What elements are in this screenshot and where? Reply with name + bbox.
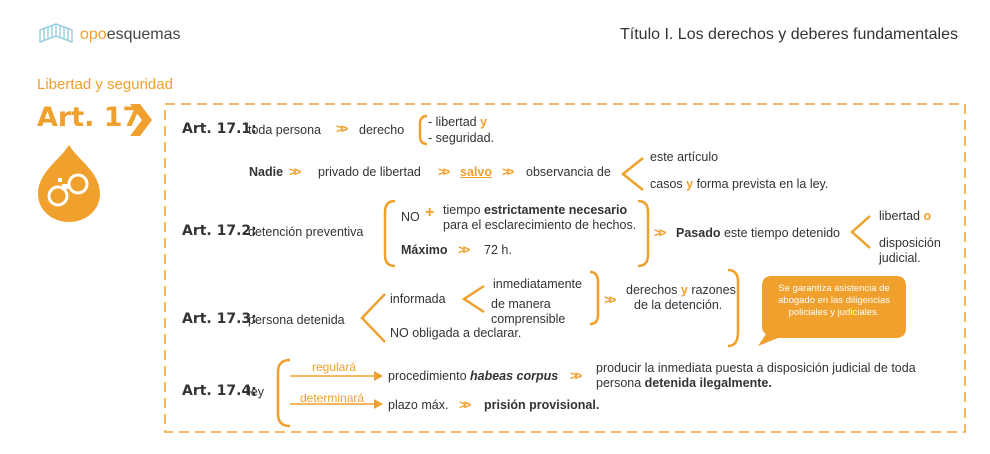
a173-manera1: de manera bbox=[491, 297, 551, 311]
a174-producir1: producir la inmediata puesta a disposici… bbox=[596, 361, 916, 375]
a172-maximo: Máximo bbox=[401, 243, 448, 257]
book-logo-icon bbox=[39, 23, 73, 43]
a173-derechos: derechos y razones bbox=[626, 283, 736, 297]
a171-salvo: salvo bbox=[460, 165, 492, 179]
a171-item1: - libertad y bbox=[428, 115, 488, 129]
a171-subject: toda persona bbox=[248, 123, 321, 137]
article-title: Art. 17 bbox=[37, 102, 142, 133]
handcuffs-icon bbox=[38, 145, 100, 222]
art-17-3-label: Art. 17.3: bbox=[182, 311, 257, 327]
a172-opt1: libertad o bbox=[879, 209, 932, 223]
a172-hours: 72 h. bbox=[484, 243, 512, 257]
a173-subject: persona detenida bbox=[248, 313, 345, 327]
logo-prefix: opo bbox=[80, 26, 107, 43]
double-chevron-icon: >> bbox=[570, 368, 582, 383]
a173-detencion: de la detención. bbox=[634, 298, 723, 312]
a172-opt2b: judicial. bbox=[879, 251, 921, 265]
a174-procedimiento: procedimiento habeas corpus bbox=[388, 369, 559, 383]
a172-line1: tiempo estrictamente necesario bbox=[443, 203, 628, 217]
a174-subject: ley bbox=[248, 385, 264, 399]
page-title: Título I. Los derechos y deberes fundame… bbox=[620, 26, 958, 43]
a171-right: derecho bbox=[359, 123, 405, 137]
a173-manera2: comprensible bbox=[491, 312, 566, 326]
a171-privado: privado de libertad bbox=[318, 165, 421, 179]
a172-pasado: Pasado este tiempo detenido bbox=[676, 226, 841, 240]
a171-opt1: este artículo bbox=[650, 150, 719, 164]
section-title: Libertad y seguridad bbox=[37, 76, 173, 93]
double-chevron-icon: >> bbox=[458, 242, 470, 257]
logo-suffix: esquemas bbox=[106, 26, 181, 43]
a172-subject: detención preventiva bbox=[248, 225, 364, 239]
double-chevron-icon: >> bbox=[289, 164, 301, 179]
a171-item2: - seguridad. bbox=[428, 131, 495, 145]
a173-informada: informada bbox=[390, 292, 446, 306]
a174-prision: prisión provisional. bbox=[484, 398, 600, 412]
double-chevron-icon: >> bbox=[502, 164, 514, 179]
a174-determinara: determinará bbox=[300, 391, 365, 405]
double-chevron-icon: >> bbox=[654, 225, 666, 240]
a173-bubble-text: Se garantiza asistencia de abogado en la… bbox=[778, 283, 890, 318]
a174-producir2: persona detenida ilegalmente. bbox=[596, 376, 772, 390]
a173-inm: inmediatamente bbox=[493, 277, 582, 291]
double-chevron-icon: >> bbox=[459, 397, 471, 412]
speech-bubble bbox=[758, 276, 906, 346]
a173-no-obligada: NO obligada a declarar. bbox=[390, 326, 522, 340]
a174-regulara: regulará bbox=[312, 360, 357, 374]
a171-nadie: Nadie bbox=[249, 165, 284, 179]
plus-icon: + bbox=[425, 204, 435, 221]
chevron-right-icon bbox=[130, 104, 152, 136]
a174-plazo: plazo máx. bbox=[388, 398, 449, 412]
a172-opt2a: disposición bbox=[879, 236, 941, 250]
a171-observancia: observancia de bbox=[526, 165, 611, 179]
double-chevron-icon: >> bbox=[336, 121, 348, 136]
a171-opt2: casos y forma prevista en la ley. bbox=[650, 177, 829, 191]
a172-no: NO bbox=[401, 210, 420, 224]
double-chevron-icon: >> bbox=[438, 164, 450, 179]
art-17-4-label: Art. 17.4: bbox=[182, 383, 257, 399]
a172-line2: para el esclarecimiento de hechos. bbox=[443, 218, 637, 232]
art-17-2-label: Art. 17.2: bbox=[182, 223, 257, 239]
logo[interactable]: opoesquemas bbox=[80, 26, 181, 44]
double-chevron-icon: >> bbox=[604, 292, 616, 307]
art-17-1-label: Art. 17.1: bbox=[182, 121, 257, 137]
